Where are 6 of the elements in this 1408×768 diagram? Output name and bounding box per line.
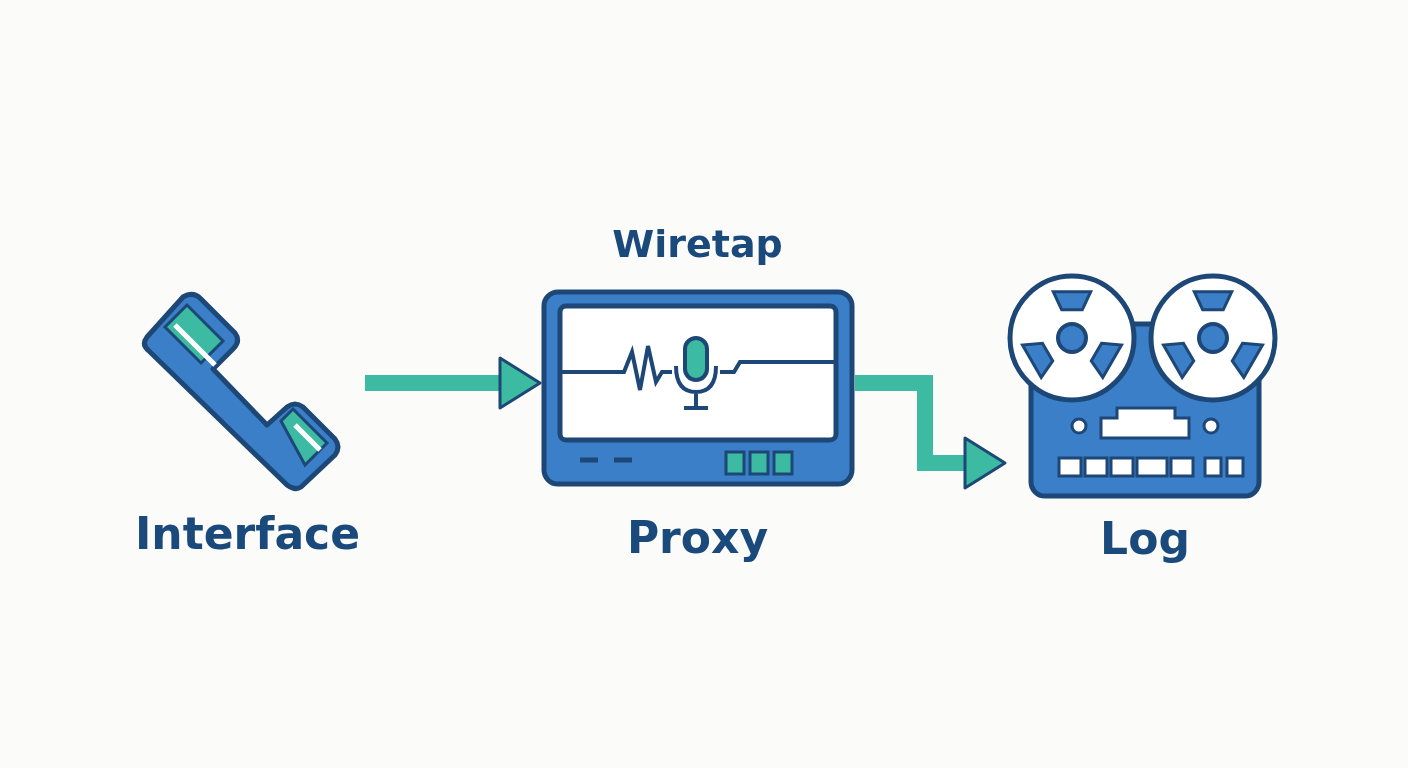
node-heading: Wiretap [612,222,783,266]
node-label: Interface [135,508,360,559]
node-label: Log [1100,513,1190,564]
flow-arrow [365,356,542,410]
flow-arrow [855,375,1007,490]
node-label: Proxy [626,512,769,563]
